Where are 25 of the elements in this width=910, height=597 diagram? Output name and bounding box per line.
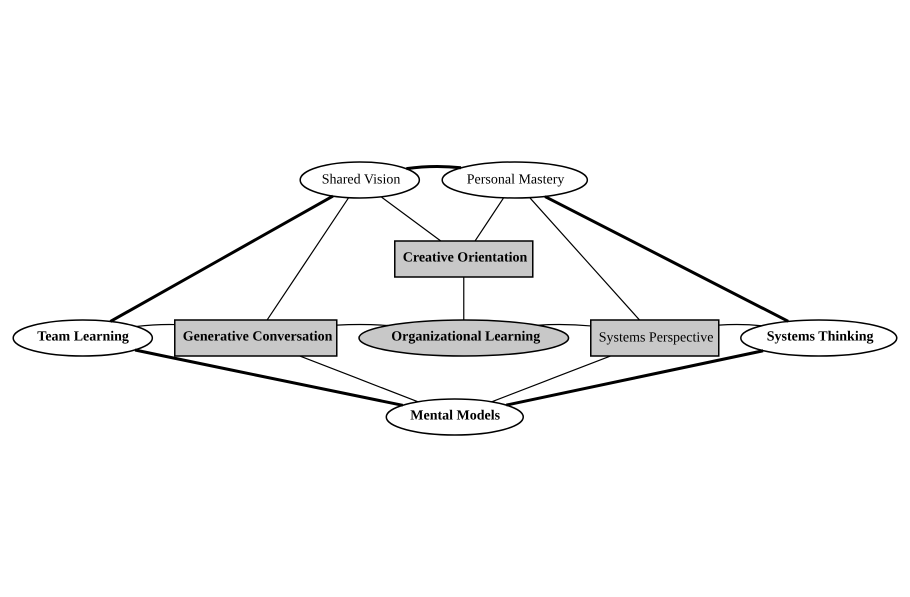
node-box: Generative Conversation [174, 319, 338, 357]
connector [134, 348, 404, 407]
node-ellipse: Organizational Learning [358, 319, 570, 357]
connector [463, 277, 464, 320]
node-ellipse: Team Learning [12, 319, 154, 357]
node-ellipse: Shared Vision [299, 161, 420, 199]
node-box: Creative Orientation [394, 240, 534, 278]
connector [544, 195, 789, 323]
connector [529, 197, 640, 320]
connector [110, 194, 334, 323]
connector [300, 356, 418, 402]
connector [266, 197, 350, 320]
node-box: Systems Perspective [590, 319, 720, 357]
connector [336, 324, 388, 326]
connector [474, 198, 504, 242]
connector [136, 324, 175, 328]
connector [718, 324, 762, 326]
node-ellipse: Systems Thinking [740, 319, 898, 357]
node-ellipse: Personal Mastery [441, 161, 588, 199]
connector [538, 324, 591, 327]
connector [380, 196, 442, 242]
connector [491, 356, 611, 402]
node-ellipse: Mental Models [386, 398, 524, 436]
connector [406, 165, 462, 170]
connector [506, 349, 764, 407]
